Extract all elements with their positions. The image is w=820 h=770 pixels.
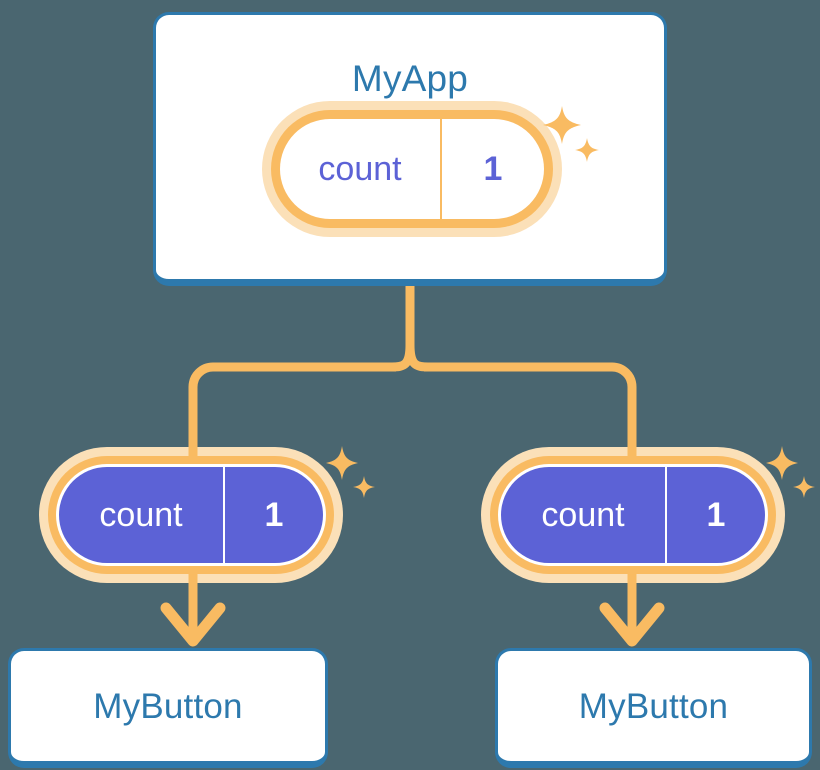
state-key: count [541,496,625,534]
button-card-title: MyButton [578,686,729,726]
connector-branch-right [424,362,637,456]
child-state-pill-right[interactable]: count 1 [481,447,785,583]
button-card-left[interactable]: MyButton [8,648,328,768]
state-value: 1 [264,496,284,534]
pill-body: count 1 [501,467,765,563]
state-key: count [99,496,183,534]
arrow-down-icon-right [599,572,665,647]
pill-divider [223,467,225,563]
pill-body: count 1 [59,467,323,563]
pill-divider [665,467,667,563]
state-value: 1 [706,496,726,534]
child-state-pill-left[interactable]: count 1 [39,447,343,583]
button-card-right[interactable]: MyButton [495,648,812,768]
state-value: 1 [483,150,503,188]
button-card-title: MyButton [93,686,243,726]
pill-divider [440,119,442,219]
state-key: count [318,150,402,188]
app-state-pill[interactable]: count 1 [262,101,562,237]
pill-body: count 1 [280,119,544,219]
app-card-title: MyApp [351,58,469,99]
arrow-down-icon-left [160,572,226,647]
connector-branch-left [188,362,396,456]
